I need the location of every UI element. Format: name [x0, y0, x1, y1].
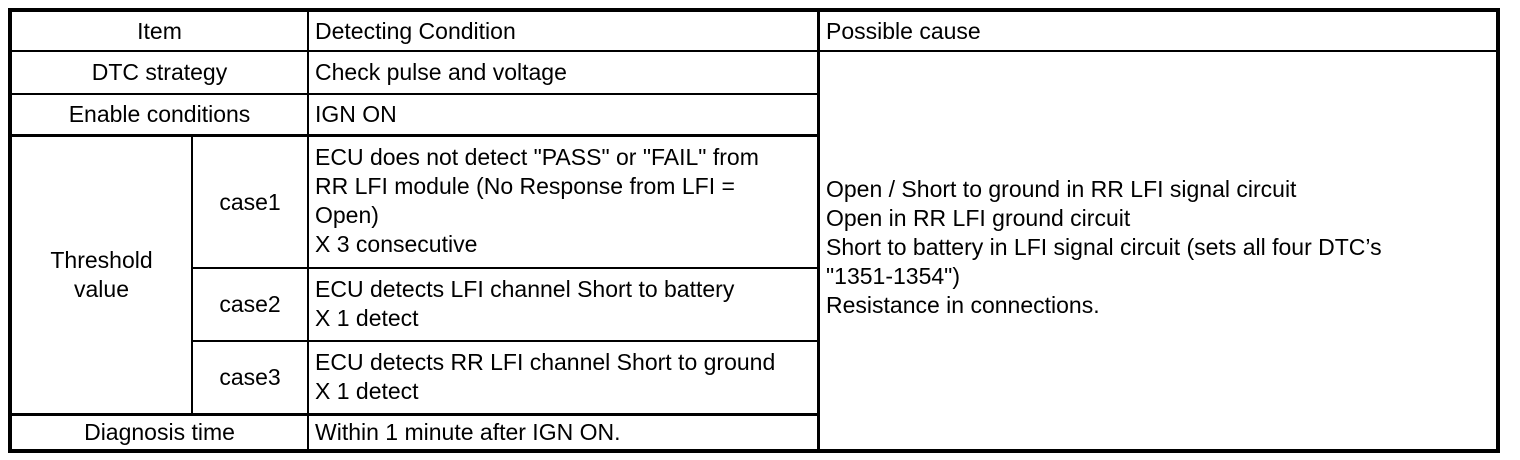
case-condition-case1: ECU does not detect "PASS" or "FAIL" fro…	[315, 144, 759, 257]
rule-col-possible-cause-left	[817, 12, 820, 449]
table-inner: Item Detecting Condition Possible cause …	[12, 12, 1496, 449]
row-label-dtc-strategy: DTC strategy	[91, 59, 228, 85]
rule-col-case-left	[191, 134, 193, 413]
case-condition-case2: ECU detects LFI channel Short to battery…	[315, 276, 735, 331]
row-value-enable-conditions: IGN ON	[315, 101, 397, 127]
case-condition-case3: ECU detects RR LFI channel Short to grou…	[315, 349, 776, 404]
row-value-dtc-strategy: Check pulse and voltage	[315, 59, 567, 85]
rule-dtc-strategy-bottom	[12, 93, 817, 95]
possible-cause-body: Open / Short to ground in RR LFI signal …	[826, 176, 1382, 318]
header-detecting-condition: Detecting Condition	[315, 17, 516, 44]
rule-enable-conditions-bottom	[12, 134, 817, 137]
case-label-case2: case2	[219, 291, 281, 317]
row-label-threshold-value: Threshold value	[50, 247, 153, 302]
row-label-diagnosis-time: Diagnosis time	[84, 418, 235, 445]
row-label-enable-conditions: Enable conditions	[68, 101, 251, 127]
header-item: Item	[137, 17, 182, 44]
header-possible-cause: Possible cause	[826, 17, 981, 44]
rule-case2-bottom	[191, 340, 817, 342]
rule-col-item-right	[307, 12, 309, 449]
dtc-diagnostic-table: Item Detecting Condition Possible cause …	[8, 8, 1500, 453]
rule-case1-bottom	[191, 267, 817, 269]
rule-header-bottom	[12, 50, 1496, 52]
case-label-case1: case1	[219, 188, 281, 215]
case-label-case3: case3	[219, 364, 281, 390]
row-value-diagnosis-time: Within 1 minute after IGN ON.	[315, 418, 621, 445]
rule-threshold-bottom	[12, 413, 817, 416]
